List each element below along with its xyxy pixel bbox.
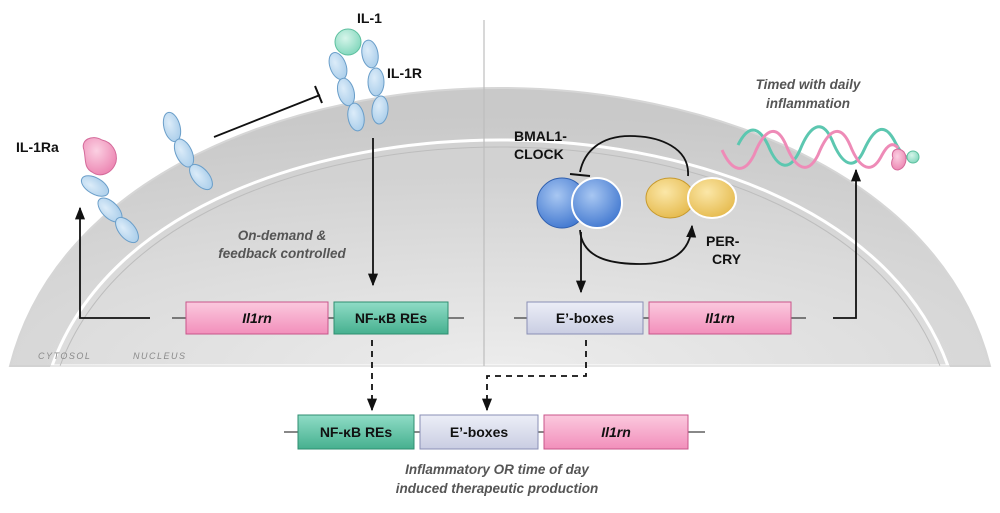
left-il1rn-box bbox=[185, 301, 329, 335]
bottom-il1rn-box bbox=[543, 414, 689, 450]
il1r-label: IL-1R bbox=[387, 65, 422, 81]
percry-label-1: PER- bbox=[706, 233, 740, 249]
wave-teal-end bbox=[906, 150, 920, 164]
right-il1rn-box bbox=[648, 301, 792, 335]
clock-subunit bbox=[571, 177, 623, 229]
il1ra-label: IL-1Ra bbox=[16, 139, 59, 155]
bottom-nfkb-box bbox=[297, 414, 415, 450]
feedback-inhibition-arc bbox=[579, 135, 689, 177]
il1ra-bound-receptor bbox=[80, 175, 139, 244]
wave-pink bbox=[720, 129, 900, 170]
left-il1rn-text: Il1rn bbox=[242, 310, 272, 326]
bottom-nfkb-text: NF-κB REs bbox=[320, 424, 393, 440]
bottom-caption-line1: Inflammatory OR time of day bbox=[405, 462, 590, 477]
il1-ligand bbox=[334, 28, 362, 56]
right-eboxes-text: E’-boxes bbox=[556, 310, 615, 326]
right-output-arrow bbox=[833, 168, 862, 319]
bottom-eboxes-box bbox=[419, 414, 539, 450]
feedback-inhibition-bar bbox=[569, 173, 591, 177]
right-eboxes-box bbox=[526, 301, 644, 335]
cry-subunit bbox=[687, 177, 737, 219]
timed-line1: Timed with daily bbox=[756, 77, 862, 92]
on-demand-line1: On-demand & bbox=[238, 228, 327, 243]
bmal-label-2: CLOCK bbox=[514, 146, 564, 162]
wave-teal bbox=[736, 125, 914, 167]
il1r-receptor bbox=[328, 39, 389, 132]
percry-label-2: CRY bbox=[712, 251, 742, 267]
inhibition-line bbox=[213, 94, 321, 138]
on-demand-line2: feedback controlled bbox=[218, 246, 346, 261]
right-il1rn-text: Il1rn bbox=[705, 310, 735, 326]
inhibition-bar bbox=[314, 85, 323, 104]
wave-pink-end bbox=[891, 148, 907, 171]
free-receptor bbox=[162, 111, 213, 191]
bottom-caption-line2: induced therapeutic production bbox=[396, 481, 599, 496]
left-nfkb-text: NF-κB REs bbox=[355, 310, 428, 326]
il1-label: IL-1 bbox=[357, 10, 382, 26]
cytosol-label: CYTOSOL bbox=[38, 351, 91, 361]
left-nfkb-box bbox=[333, 301, 449, 335]
left-output-arrow bbox=[74, 206, 150, 319]
bottom-il1rn-text: Il1rn bbox=[601, 424, 631, 440]
timed-line2: inflammation bbox=[766, 96, 850, 111]
per-subunit bbox=[645, 177, 695, 219]
nucleus-label: NUCLEUS bbox=[133, 351, 187, 361]
nucleus-envelope-inner bbox=[59, 146, 941, 367]
il1ra-protein bbox=[82, 137, 117, 176]
bottom-eboxes-text: E’-boxes bbox=[450, 424, 509, 440]
bmal-label-1: BMAL1- bbox=[514, 128, 567, 144]
activation-arc bbox=[579, 224, 697, 265]
